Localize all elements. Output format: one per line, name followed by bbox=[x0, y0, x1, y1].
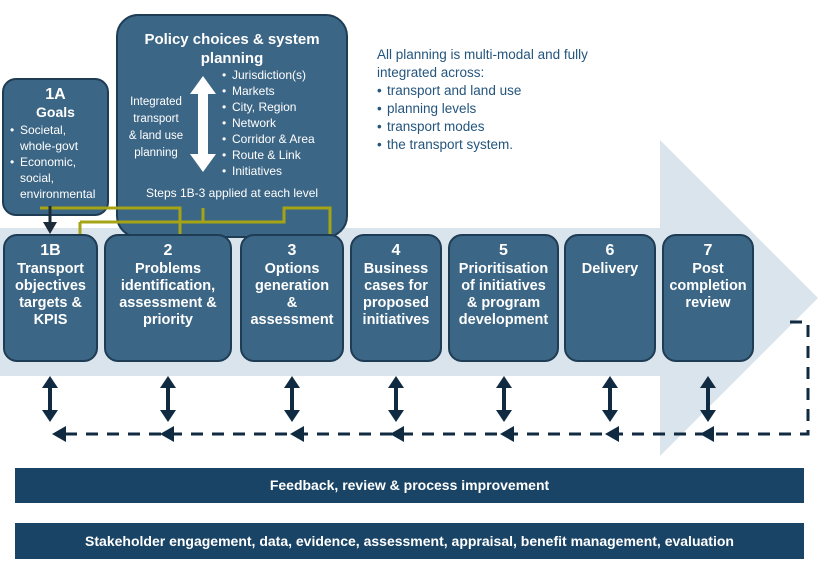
level-item: City, Region bbox=[222, 99, 315, 115]
double-headed-arrow-icon bbox=[388, 376, 404, 422]
goals-title: Goals bbox=[36, 104, 75, 120]
double-headed-arrow-icon bbox=[284, 376, 300, 422]
steps-note: Steps 1B-3 applied at each level bbox=[145, 186, 319, 200]
level-item: Corridor & Area bbox=[222, 131, 315, 147]
level-item: Route & Link bbox=[222, 147, 315, 163]
level-item: Markets bbox=[222, 83, 315, 99]
note-item: the transport system. bbox=[377, 136, 617, 154]
note-item: planning levels bbox=[377, 100, 617, 118]
feedback-bar: Feedback, review & process improvement bbox=[15, 468, 804, 503]
goal-item: Societal, whole-govt bbox=[10, 122, 100, 154]
step-6: 6 Delivery bbox=[564, 234, 656, 362]
note-item: transport and land use bbox=[377, 82, 617, 100]
double-headed-arrow-icon bbox=[160, 376, 176, 422]
stakeholder-bar: Stakeholder engagement, data, evidence, … bbox=[15, 523, 804, 559]
integrated-planning-label: Integrated transport & land use planning bbox=[128, 96, 184, 159]
goals-box: 1A Goals Societal, whole-govt Economic, … bbox=[2, 78, 109, 216]
goal-item: Economic, social, environmental bbox=[10, 154, 100, 202]
double-headed-arrow-icon bbox=[700, 376, 716, 422]
goals-list: Societal, whole-govt Economic, social, e… bbox=[10, 122, 100, 202]
level-item: Network bbox=[222, 115, 315, 131]
double-headed-arrow-icon bbox=[190, 76, 216, 172]
double-headed-arrow-icon bbox=[42, 376, 58, 422]
level-item: Initiatives bbox=[222, 163, 315, 179]
dashed-arrow-icon bbox=[52, 320, 810, 442]
note-item: transport modes bbox=[377, 118, 617, 136]
double-headed-arrow-icon bbox=[496, 376, 512, 422]
goals-id: 1A bbox=[45, 86, 66, 103]
policy-choices-box: Policy choices & system planning Integra… bbox=[116, 14, 348, 238]
double-headed-arrow-icon bbox=[602, 376, 618, 422]
level-item: Jurisdiction(s) bbox=[222, 67, 315, 83]
policy-title: Policy choices & system planning bbox=[144, 31, 320, 67]
double-headed-arrow-icon bbox=[42, 376, 716, 422]
planning-levels-list: Jurisdiction(s) Markets City, Region Net… bbox=[222, 67, 315, 179]
integration-note: All planning is multi-modal and fully in… bbox=[377, 46, 617, 154]
